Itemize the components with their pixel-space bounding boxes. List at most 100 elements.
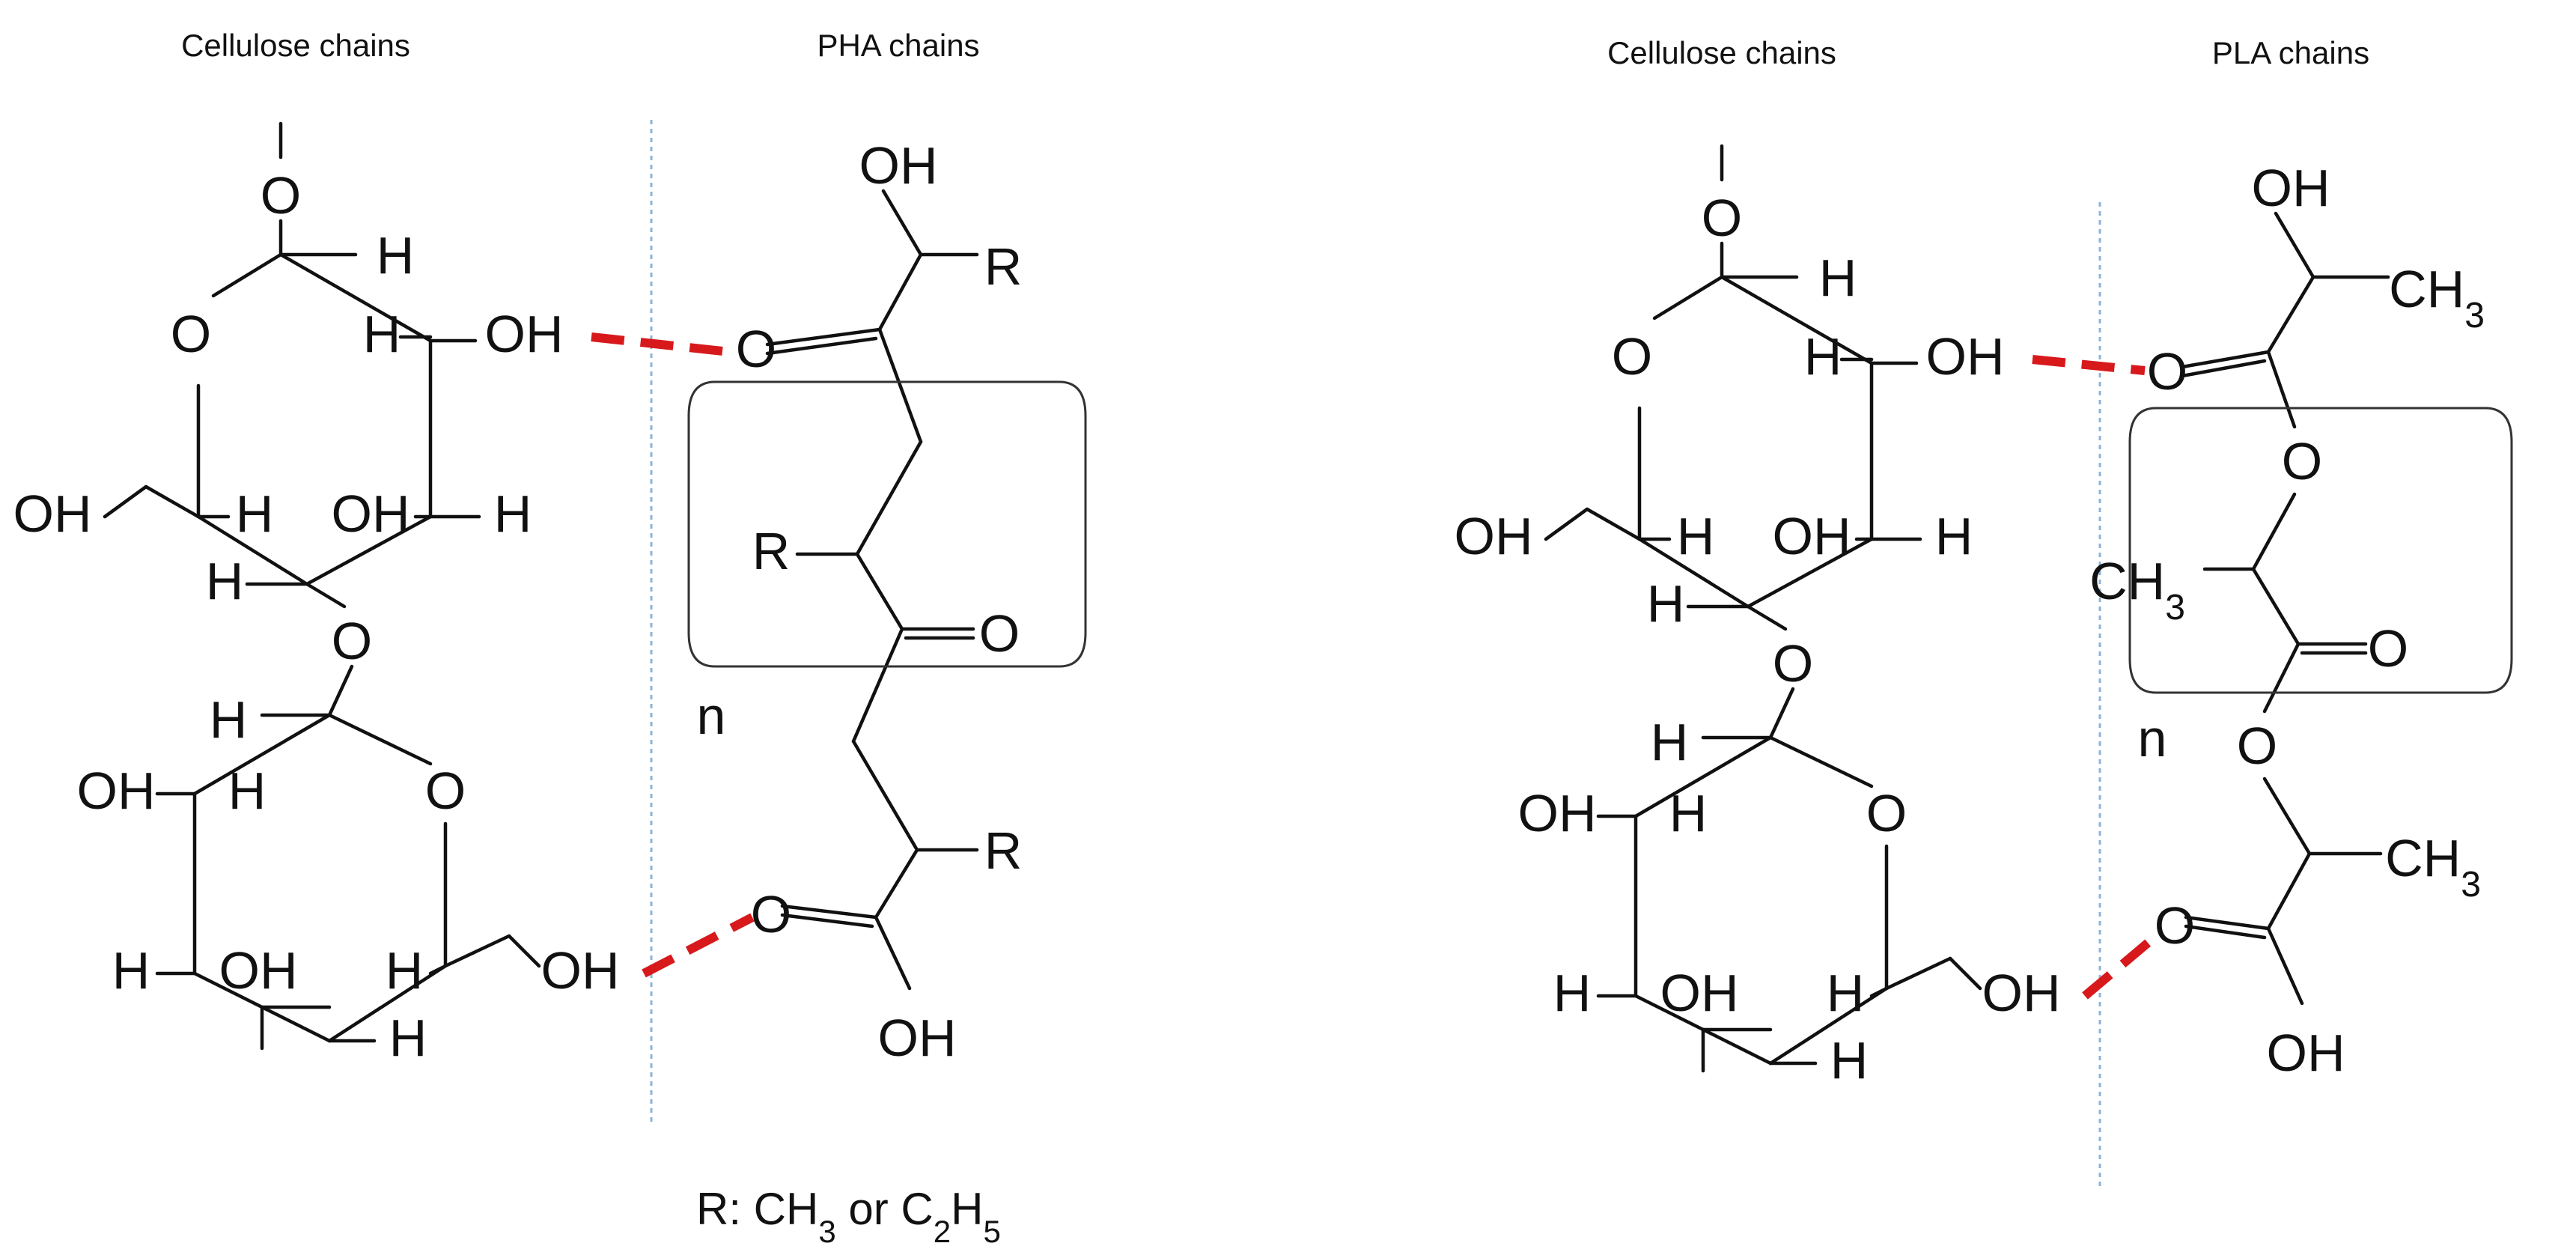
oxygen-label: O [1702, 189, 1742, 247]
oxygen-label: O [425, 762, 466, 820]
oxygen-label: O [979, 604, 1020, 663]
hydrogen-label: H [1553, 964, 1592, 1022]
bond-line [278, 252, 433, 343]
right-cellulose-heading: Cellulose chains [1607, 35, 1836, 70]
hydrogen-label: H [1647, 574, 1685, 633]
oxygen-label: O [171, 305, 211, 363]
pha-heading: PHA chains [817, 28, 979, 63]
hydroxyl-label: OH [878, 1009, 957, 1067]
right-cellulose-upper-ring: O H O H OH H OH H OH H [1455, 144, 2005, 693]
oxygen-label: O [332, 612, 372, 670]
bond-line [2266, 851, 2312, 931]
bond-line [192, 713, 332, 796]
hydrogen-label: H [210, 690, 248, 749]
hydroxyl-label: OH [1660, 964, 1739, 1022]
bond-line [2251, 492, 2297, 571]
hydrogen-label: H [1830, 1031, 1869, 1090]
bond-line [2251, 567, 2301, 646]
bond-line [2180, 350, 2271, 369]
hydrogen-label: H [1935, 507, 1973, 565]
hydroxyl-label: OH [1926, 327, 2005, 386]
hydroxyl-label: OH [1518, 784, 1597, 842]
pha-panel: Cellulose chains PHA chains O H O H OH H [13, 28, 1087, 1249]
right-hbond-bottom [2082, 932, 2159, 1000]
bond-line [881, 189, 923, 257]
bond-line [877, 252, 923, 332]
bond-line [428, 964, 448, 976]
bond-line [2184, 924, 2267, 940]
hydrogen-label: H [1804, 327, 1842, 386]
oxygen-label: O [751, 885, 791, 943]
hydrogen-label: H [112, 941, 150, 1000]
hydrogen-label: H [236, 484, 274, 543]
oxygen-label: O [2155, 896, 2195, 955]
bond-line [2266, 926, 2304, 1006]
bond-line [211, 252, 283, 298]
hydroxyl-label: OH [77, 762, 156, 820]
hydroxyl-label: OH [332, 484, 410, 543]
pla-repeat-bracket-right [2485, 407, 2513, 694]
pla-panel: Cellulose chains PLA chains O H O H OH H [1455, 35, 2513, 1191]
bond-line [1746, 537, 1874, 609]
pha-r-top: R [984, 237, 1023, 296]
oxygen-label: O [1773, 634, 1813, 693]
bond-line [103, 484, 148, 519]
oxygen-label: O [2282, 432, 2322, 490]
hydroxyl-label: OH [2252, 159, 2330, 217]
hydrogen-label: H [206, 552, 244, 610]
left-cellulose-heading: Cellulose chains [181, 28, 410, 63]
hydroxyl-label: OH [1455, 507, 1533, 565]
hydrogen-label: H [1651, 713, 1689, 771]
hydrogen-label: H [1669, 784, 1708, 842]
hydrogen-label: H [377, 226, 415, 285]
bond-line [1948, 956, 1982, 991]
bond-line [2262, 642, 2301, 714]
bond-line [443, 934, 511, 968]
right-hbond-top [2032, 355, 2146, 375]
bond-line [1544, 507, 1589, 541]
hydrogen-label: H [494, 484, 532, 543]
bond-line [1768, 986, 1889, 1066]
bond-line [1585, 507, 1642, 541]
oxygen-label: O [1866, 784, 1907, 842]
bond-line [1884, 956, 1952, 991]
hydrogen-label: H [1677, 507, 1715, 565]
pla-methyl-mid: CH3 [2089, 552, 2185, 627]
bond-line [2266, 350, 2297, 429]
pha-chain: OH R O R O R O OH [687, 136, 1087, 1067]
hydroxyl-label: OH [485, 305, 564, 363]
bond-line [327, 713, 433, 766]
pla-heading: PLA chains [2212, 35, 2369, 70]
left-cellulose-lower-ring: H O OH H H OH H OH H [77, 664, 620, 1067]
hydrogen-label: H [1827, 964, 1865, 1022]
pla-repeat-n: n [2138, 709, 2167, 768]
hydrogen-label: H [386, 941, 424, 1000]
bond-line [851, 739, 919, 852]
bond-line [780, 904, 878, 920]
bond-line [874, 848, 919, 920]
bond-line [780, 913, 874, 929]
hydroxyl-label: OH [13, 484, 92, 543]
oxygen-label: O [2368, 619, 2408, 678]
pla-methyl-top: CH3 [2389, 260, 2485, 335]
hydrogen-label: H [1819, 249, 1857, 307]
bond-line [1720, 275, 1874, 365]
bond-line [327, 664, 354, 717]
bond-line [144, 484, 201, 519]
bond-line [851, 627, 904, 744]
bond-line [1768, 687, 1795, 740]
bond-line [1768, 735, 1874, 788]
hydroxyl-label: OH [219, 941, 298, 1000]
bond-line [2262, 777, 2312, 856]
bond-line [507, 934, 541, 968]
bond-line [874, 915, 912, 991]
bond-line [855, 440, 923, 556]
pla-chain: OH CH3 O O CH3 O O CH3 O [2089, 159, 2513, 1082]
bond-line [305, 582, 347, 609]
bond-line [2184, 915, 2271, 931]
hydrogen-label: H [363, 305, 401, 363]
bond-line [877, 327, 923, 444]
hydrogen-label: H [389, 1009, 427, 1067]
hydrogen-label: H [228, 762, 267, 820]
hydroxyl-label: OH [859, 136, 938, 195]
